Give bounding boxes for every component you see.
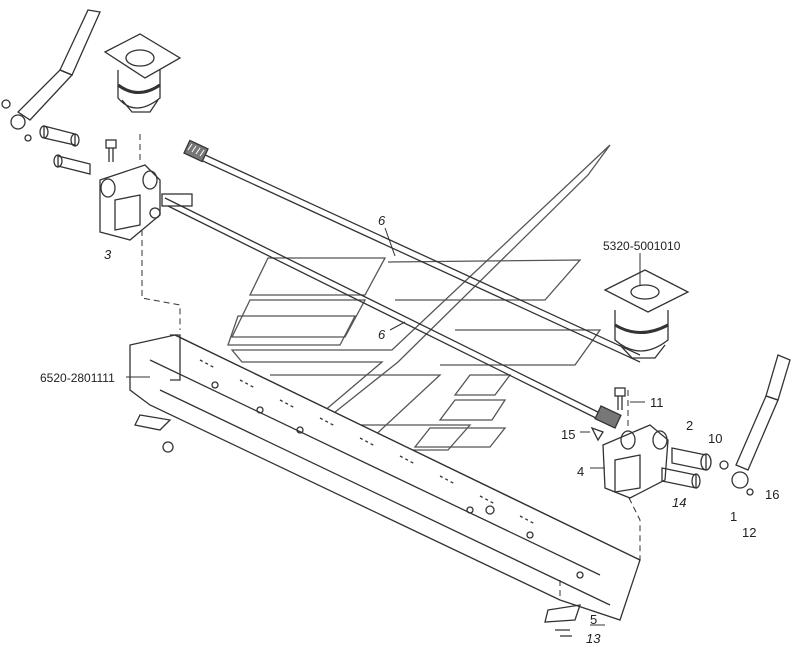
cab-mount-right (603, 269, 690, 359)
callout-12: 12 (742, 525, 757, 540)
callout-14: 14 (672, 495, 687, 510)
sleeve-left-upper (39, 125, 80, 147)
callout-1: 1 (730, 509, 738, 524)
callout-4: 4 (577, 464, 585, 479)
bracket-right (590, 424, 669, 499)
bolt-right (614, 387, 626, 410)
callout-16: 16 (765, 487, 780, 502)
sleeve-right-lower (661, 467, 701, 489)
lever-left (1, 9, 101, 142)
sleeve-right-upper (671, 447, 712, 471)
callout-13: 13 (586, 631, 601, 646)
callout-10: 10 (708, 431, 723, 446)
bracket-left (99, 164, 161, 241)
frame-part-code: 6520-2801111 (40, 371, 115, 385)
lever-right (719, 354, 791, 496)
callout-11: 11 (650, 395, 664, 410)
callout-6-upper: 6 (378, 213, 386, 228)
callout-6-lower: 6 (378, 327, 386, 342)
cab-mount-upper (103, 33, 182, 113)
callout-leaders (126, 227, 645, 626)
sleeve-left-lower (53, 154, 91, 175)
frame (129, 334, 641, 623)
callout-15: 15 (561, 427, 576, 442)
callout-5: 5 (590, 612, 598, 627)
torsion-rod-lower (161, 193, 622, 429)
callout-3: 3 (104, 247, 112, 262)
torsion-rod-upper (183, 139, 641, 363)
watermark-logo (227, 144, 611, 451)
bolt-left (105, 139, 117, 162)
shim-bottom (555, 629, 572, 637)
cab-mount-part-code: 5320-5001010 (603, 239, 681, 253)
callout-2: 2 (686, 418, 694, 433)
